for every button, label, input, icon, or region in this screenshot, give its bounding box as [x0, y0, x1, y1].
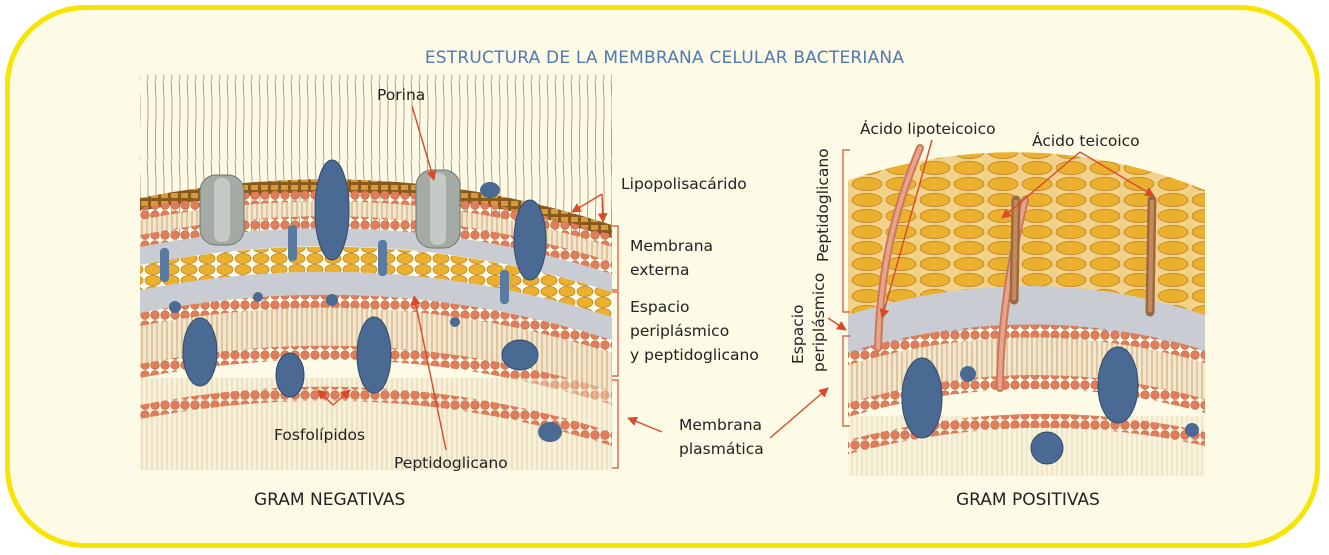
- porin-shape: [415, 169, 461, 249]
- diagram-title: ESTRUCTURA DE LA MEMBRANA CELULAR BACTER…: [424, 48, 905, 68]
- gram-negative-brackets: [612, 225, 619, 469]
- label-peptidoglicano: Peptidoglicano: [394, 454, 508, 472]
- gram-positive-brackets: [842, 149, 850, 427]
- label-acido-teicoico: Ácido teicoico: [1032, 132, 1140, 150]
- caption-gram-negativas: GRAM NEGATIVAS: [254, 490, 406, 510]
- label-membrana-externa-1: Membrana: [630, 237, 714, 255]
- label-membrana-plasmatica-1: Membrana: [679, 416, 763, 434]
- label-porina: Porina: [377, 86, 426, 104]
- gram-negative-membrane: [140, 75, 612, 470]
- label-lipopolisacarido: Lipopolisacárido: [621, 175, 747, 193]
- label-acido-lipoteicoico: Ácido lipoteicoico: [860, 120, 996, 138]
- label-peptidoglicano-vertical: Peptidoglicano: [814, 148, 832, 262]
- porin-shape: [199, 174, 245, 246]
- gram-positive-arrows: [827, 139, 1155, 331]
- label-espacio-1: Espacio: [630, 298, 690, 316]
- label-fosfolipidos: Fosfolípidos: [274, 426, 366, 444]
- label-membrana-externa-2: externa: [630, 261, 690, 279]
- label-membrana-plasmatica-2: plasmática: [679, 440, 764, 458]
- caption-gram-positivas: GRAM POSITIVAS: [956, 490, 1100, 510]
- label-espacio-2: periplásmico: [630, 322, 730, 340]
- label-espacio-vertical-1: Espacio: [789, 304, 807, 364]
- gram-negative-arrows: [317, 105, 829, 451]
- gram-positive-membrane: [848, 144, 1205, 476]
- label-espacio-vertical-2: periplásmico: [810, 272, 828, 372]
- label-espacio-3: y peptidoglicano: [630, 346, 759, 364]
